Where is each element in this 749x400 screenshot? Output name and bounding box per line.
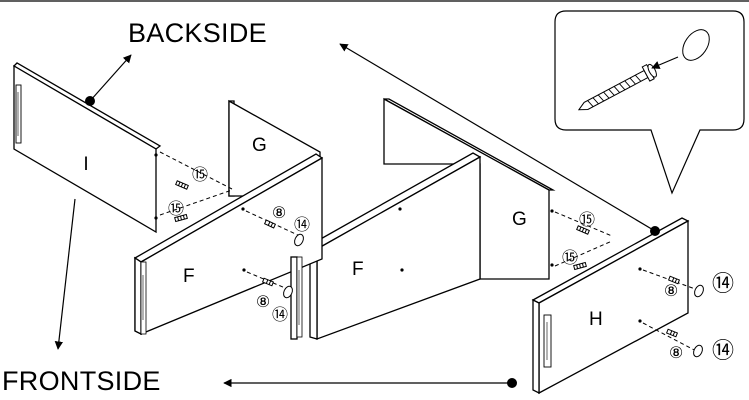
part-number-8: ⑧	[256, 292, 270, 311]
part-number-15: ⑮	[579, 210, 595, 229]
frontside-label: FRONTSIDE	[2, 366, 161, 396]
part-number-14: ⑭	[272, 305, 288, 324]
panel-label-G-right: G	[512, 209, 527, 230]
arrow-I-to-backside	[89, 54, 132, 102]
part-number-14: ⑭	[294, 215, 310, 234]
backside-label: BACKSIDE	[128, 18, 267, 48]
arrows	[54, 43, 679, 388]
panel-label-F-left: F	[183, 266, 195, 287]
part-number-14: ⑭	[712, 272, 734, 297]
part-numbers: ⑮ ⑮ ⑧ ⑭ ⑧ ⑭ ⑮ ⑮ ⑧ ⑭ ⑧ ⑭	[168, 165, 734, 364]
arrow-origin-dots	[85, 96, 660, 388]
panel-I	[12, 62, 162, 234]
callout-bubble	[554, 10, 745, 195]
hole-dots	[154, 153, 642, 323]
arrow-I-to-frontside	[54, 198, 76, 350]
panel-F-middle	[290, 256, 303, 340]
part-number-14: ⑭	[712, 339, 734, 364]
panel-divider-long	[308, 152, 482, 340]
panel-F-left	[134, 256, 147, 336]
arrow-H-to-backside	[339, 43, 656, 232]
part-number-8: ⑧	[669, 343, 683, 362]
panel-H	[531, 217, 690, 395]
caps	[283, 233, 704, 358]
arrow-cap-to-screw	[651, 56, 679, 69]
panel-label-I: I	[83, 154, 88, 175]
part-number-15: ⑮	[192, 165, 208, 184]
panel-label-G-back: G	[252, 135, 267, 156]
part-number-8: ⑧	[272, 203, 286, 222]
part-number-15: ⑮	[562, 248, 578, 267]
part-number-15: ⑮	[168, 199, 184, 218]
dowels	[174, 180, 681, 338]
panel-label-F-middle: F	[352, 259, 364, 280]
screw-icon	[577, 63, 657, 111]
screw-cap-icon	[682, 29, 710, 61]
panel-label-H: H	[589, 309, 603, 330]
part-number-8: ⑧	[664, 281, 678, 300]
